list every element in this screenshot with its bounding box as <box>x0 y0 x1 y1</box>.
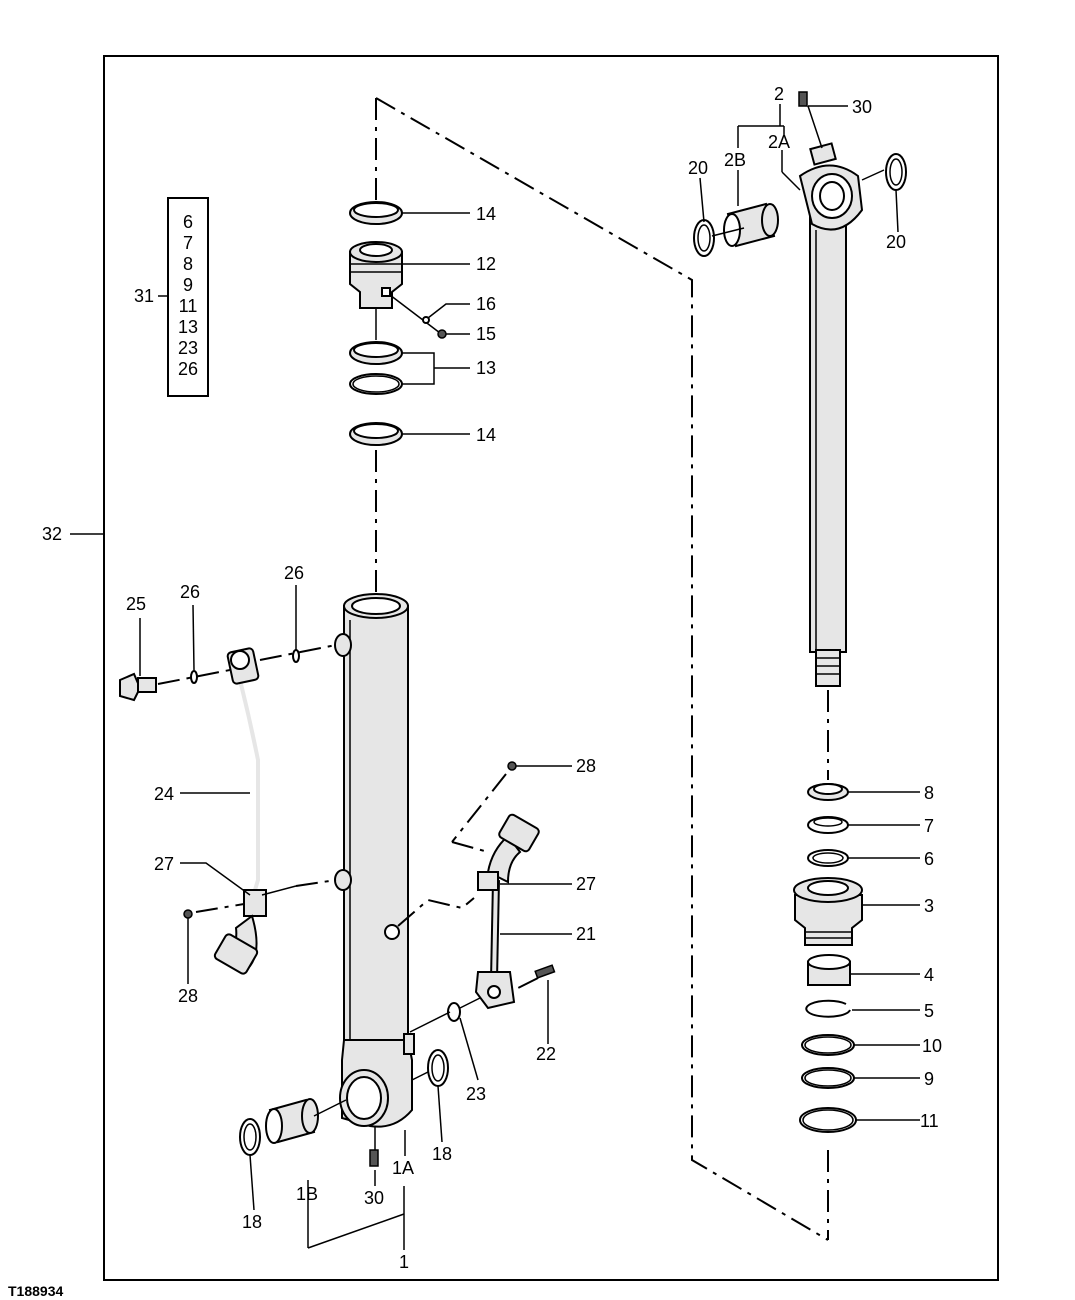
rod-thread <box>815 649 841 687</box>
port-side <box>384 924 400 940</box>
grease-fitting-bottom <box>369 1149 379 1167</box>
callout-15: 15 <box>476 324 496 344</box>
callout-7: 7 <box>924 816 934 836</box>
port-lower <box>334 869 352 891</box>
bolt-28-right <box>507 761 517 771</box>
callout-1B: 1B <box>296 1184 318 1204</box>
tube-21 <box>474 813 572 1010</box>
kit-item: 6 <box>183 212 193 232</box>
callout-20-right: 20 <box>886 232 906 252</box>
ring-9 <box>801 1067 855 1089</box>
rod-assembly <box>693 91 907 687</box>
callout-24: 24 <box>154 784 174 804</box>
kit-item: 26 <box>178 359 198 379</box>
grease-fitting-top <box>798 91 808 107</box>
oring-23 <box>447 1002 461 1022</box>
kit-item: 9 <box>183 275 193 295</box>
callout-1A: 1A <box>392 1158 414 1178</box>
callout-11: 11 <box>920 1111 939 1131</box>
callout-26-right: 26 <box>284 563 304 583</box>
kit-item: 13 <box>178 317 198 337</box>
callouts: 31 32 14 12 16 15 13 14 2 30 2B 2A 20 20… <box>42 84 942 1272</box>
callout-14-top: 14 <box>476 204 496 224</box>
ring-11 <box>799 1107 857 1133</box>
callout-32: 32 <box>42 524 62 544</box>
ring-13b <box>349 373 403 395</box>
callout-23: 23 <box>466 1084 486 1104</box>
callout-3: 3 <box>924 896 934 916</box>
callout-2: 2 <box>774 84 784 104</box>
callout-13: 13 <box>476 358 496 378</box>
port-upper <box>334 633 352 657</box>
ball-16 <box>422 316 430 324</box>
diagram-frame <box>103 55 999 1281</box>
callout-30-top: 30 <box>852 97 872 117</box>
callout-16: 16 <box>476 294 496 314</box>
screw-15 <box>437 329 447 339</box>
callout-labels: 6 7 8 9 11 13 23 26 <box>178 212 198 379</box>
callout-4: 4 <box>924 965 934 985</box>
callout-14-bottom: 14 <box>476 425 496 445</box>
head-stack <box>349 201 470 446</box>
ring-7 <box>807 816 849 834</box>
callout-2B: 2B <box>724 150 746 170</box>
callout-8: 8 <box>924 783 934 803</box>
callout-10: 10 <box>922 1036 942 1056</box>
callout-2A: 2A <box>768 132 790 152</box>
callout-5: 5 <box>924 1001 934 1021</box>
callout-22: 22 <box>536 1044 556 1064</box>
kit-list-box <box>167 197 209 397</box>
bolt-22 <box>534 964 556 979</box>
callout-26-left: 26 <box>180 582 200 602</box>
callout-25: 25 <box>126 594 146 614</box>
snap-ring-5 <box>805 999 851 1018</box>
kit-item: 7 <box>183 233 193 253</box>
barrel-tube <box>343 605 409 1041</box>
callout-6: 6 <box>924 849 934 869</box>
callout-31: 31 <box>134 286 154 306</box>
cylinder-barrel <box>239 593 449 1250</box>
oring-26-left <box>190 670 198 684</box>
bushing-1B <box>265 1098 319 1144</box>
oring-26-right <box>292 649 300 663</box>
callout-18-right: 18 <box>432 1144 452 1164</box>
kit-item: 11 <box>179 296 198 316</box>
bolt-28-left <box>183 909 193 919</box>
plug-25 <box>119 672 142 702</box>
callout-28-left: 28 <box>178 986 198 1006</box>
ring-10 <box>801 1034 855 1056</box>
tube-24 <box>180 647 267 975</box>
callout-12: 12 <box>476 254 496 274</box>
callout-27-right: 27 <box>576 874 596 894</box>
callout-21: 21 <box>576 924 596 944</box>
callout-30-bottom: 30 <box>364 1188 384 1208</box>
kit-item: 8 <box>183 254 193 274</box>
callout-28-right: 28 <box>576 756 596 776</box>
callout-18-left: 18 <box>242 1212 262 1232</box>
callout-27-left: 27 <box>154 854 174 874</box>
piston-stack <box>793 783 920 1133</box>
bushing-2B <box>723 202 779 248</box>
callout-20-left: 20 <box>688 158 708 178</box>
kit-item: 23 <box>178 338 198 358</box>
assembly-chain <box>375 97 829 1241</box>
callout-9: 9 <box>924 1069 934 1089</box>
figure-id: T188934 <box>8 1283 63 1299</box>
callout-1: 1 <box>399 1252 409 1272</box>
